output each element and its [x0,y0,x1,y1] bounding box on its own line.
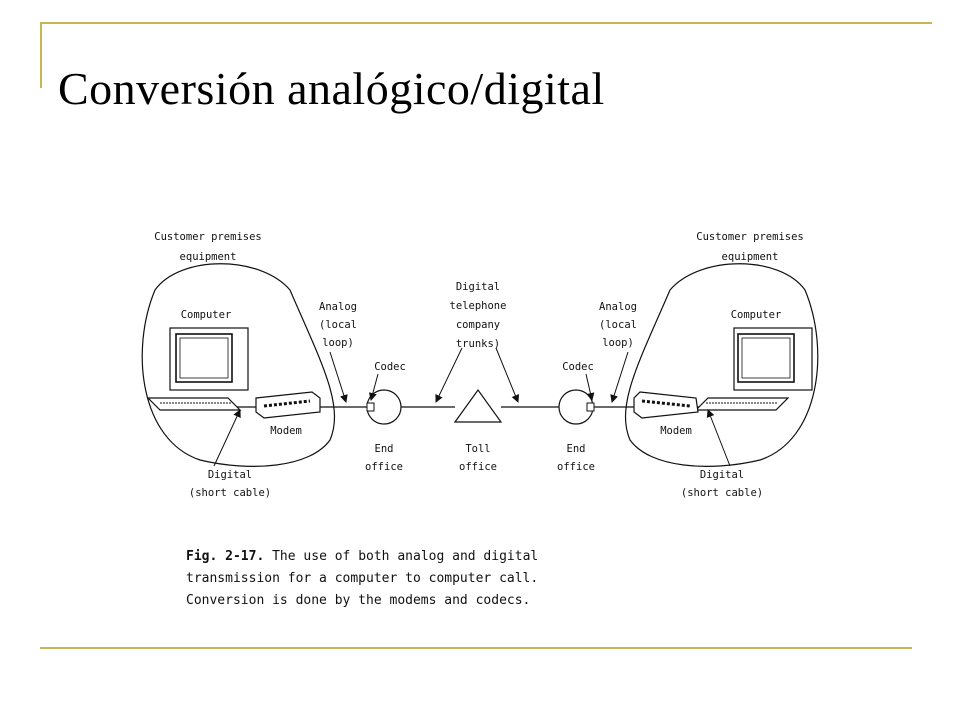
top-rule [40,22,932,24]
arrow-trunk-left [435,347,463,403]
figure-caption: Fig. 2-17. The use of both analog and di… [186,546,606,612]
arrow-right-codec [585,373,595,401]
arrow-left-analog [329,351,348,403]
right-analog-label-1: Analog [599,301,637,313]
left-end-office-label-2: office [365,461,403,473]
left-digital-label-1: Digital [208,469,252,481]
trunks-label-3: company [456,319,500,331]
right-premises-label-2: equipment [722,251,779,263]
caption-prefix: Fig. 2-17. [186,549,265,564]
left-digital-label-2: (short cable) [189,487,271,499]
left-premises-outline [141,263,336,467]
right-computer-label: Computer [731,309,782,321]
right-digital-label-1: Digital [700,469,744,481]
right-end-office-label-1: End [567,443,586,455]
arrow-right-analog [610,351,629,403]
left-modem-label: Modem [270,425,302,437]
left-rule [40,22,42,88]
left-computer-icon [146,327,249,411]
arrow-left-digital [213,409,241,467]
right-modem-icon [633,391,699,419]
trunks-label-2: telephone [450,300,507,312]
toll-office-label-1: Toll [465,443,490,455]
left-computer-label: Computer [181,309,232,321]
right-analog-label-3: loop) [602,337,634,349]
right-digital-label-2: (short cable) [681,487,763,499]
trunks-label-4: trunks) [456,338,500,350]
bottom-rule [40,647,912,649]
left-analog-label-2: (local [319,319,357,331]
right-analog-label-2: (local [599,319,637,331]
left-analog-label-1: Analog [319,301,357,313]
right-modem-label: Modem [660,425,692,437]
caption-text: The use of both analog and digital trans… [186,549,539,608]
right-end-office-icon [558,389,595,425]
left-analog-label-3: loop) [322,337,354,349]
left-end-office-label-1: End [375,443,394,455]
left-premises-label-2: equipment [180,251,237,263]
slide-title: Conversión analógico/digital [58,63,605,114]
arrow-left-codec [368,373,379,401]
right-computer-icon [694,327,813,411]
toll-office-icon [453,388,503,423]
right-premises-outline [624,263,819,467]
right-codec-label: Codec [562,361,594,373]
arrow-trunk-right [495,347,520,403]
trunks-label-1: Digital [456,281,500,293]
right-end-office-label-2: office [557,461,595,473]
toll-office-label-2: office [459,461,497,473]
left-premises-label-1: Customer premises [154,231,261,243]
arrow-right-digital [706,409,731,467]
left-codec-label: Codec [374,361,406,373]
right-premises-label-1: Customer premises [696,231,803,243]
left-modem-icon [255,391,321,419]
